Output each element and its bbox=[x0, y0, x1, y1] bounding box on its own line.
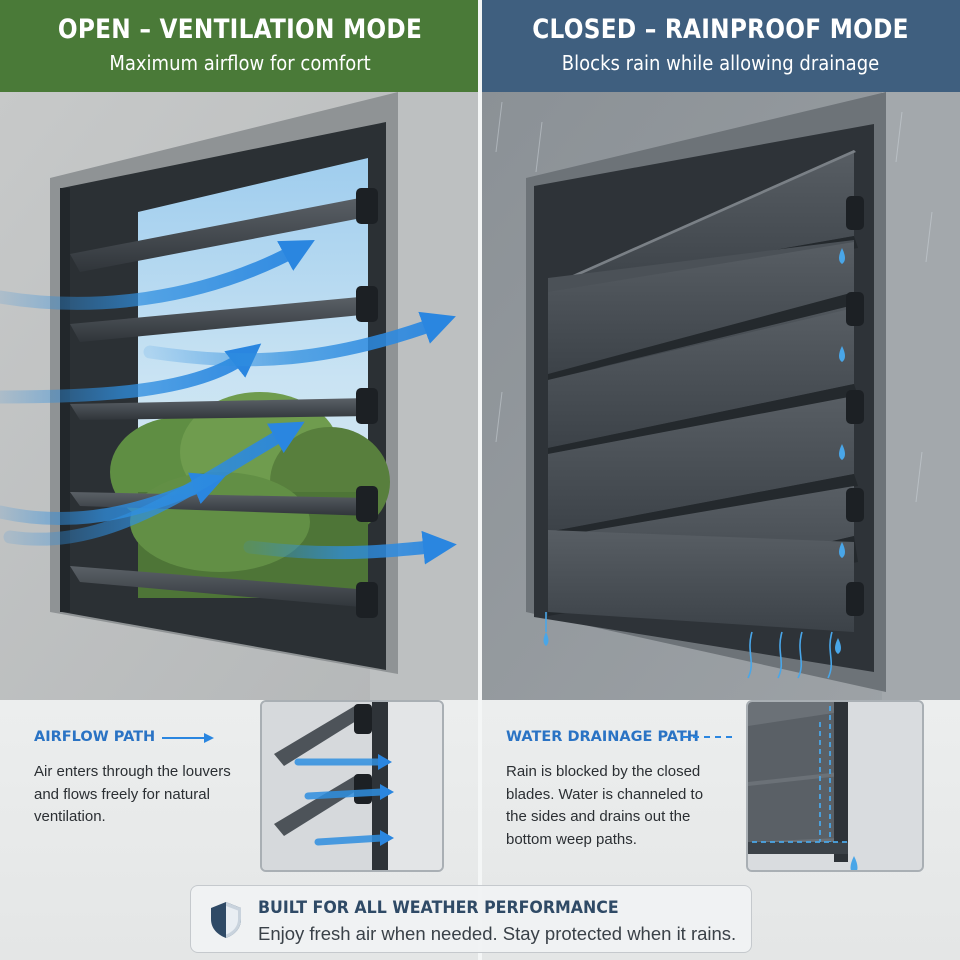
shield-icon bbox=[211, 902, 241, 938]
open-mode-title: OPEN – VENTILATION MODE bbox=[57, 14, 423, 45]
closed-mode-header: CLOSED – RAINPROOF MODE Blocks rain whil… bbox=[481, 0, 960, 92]
open-mode-subtitle: Maximum airflow for comfort bbox=[109, 51, 371, 75]
drainage-streams bbox=[545, 612, 833, 679]
banner-text: Enjoy fresh air when needed. Stay protec… bbox=[258, 923, 737, 944]
airflow-arrow-icon bbox=[162, 733, 214, 743]
airflow-arrow-icon bbox=[0, 239, 457, 565]
airflow-detail-inset bbox=[260, 700, 444, 872]
closed-mode-subtitle: Blocks rain while allowing drainage bbox=[561, 51, 880, 75]
drainage-detail-inset bbox=[746, 700, 924, 872]
open-window-illustration bbox=[0, 92, 478, 700]
airflow-description: Air enters through the louvers and flows… bbox=[34, 763, 231, 825]
louver-hinges bbox=[846, 196, 864, 616]
banner-title: BUILT FOR ALL WEATHER PERFORMANCE bbox=[258, 898, 619, 918]
open-louver-blades bbox=[70, 196, 372, 608]
water-drop-icon bbox=[543, 248, 845, 654]
closed-mode-title: CLOSED – RAINPROOF MODE bbox=[532, 14, 909, 45]
center-divider bbox=[478, 0, 482, 960]
rain-streaks bbox=[495, 101, 933, 503]
drainage-panel: WATER DRAINAGE PATH Rain is blocked by t… bbox=[482, 700, 960, 960]
closed-window-illustration bbox=[482, 92, 960, 700]
weather-banner: BUILT FOR ALL WEATHER PERFORMANCE Enjoy … bbox=[190, 885, 752, 953]
drainage-description: Rain is blocked by the closed blades. Wa… bbox=[506, 763, 704, 848]
closed-louver-blades bbox=[548, 150, 858, 632]
open-mode-header: OPEN – VENTILATION MODE Maximum airflow … bbox=[0, 0, 480, 92]
drainage-path-label: WATER DRAINAGE PATH bbox=[506, 729, 699, 745]
drainage-dash-icon bbox=[682, 736, 732, 738]
airflow-path-label: AIRFLOW PATH bbox=[34, 729, 156, 745]
